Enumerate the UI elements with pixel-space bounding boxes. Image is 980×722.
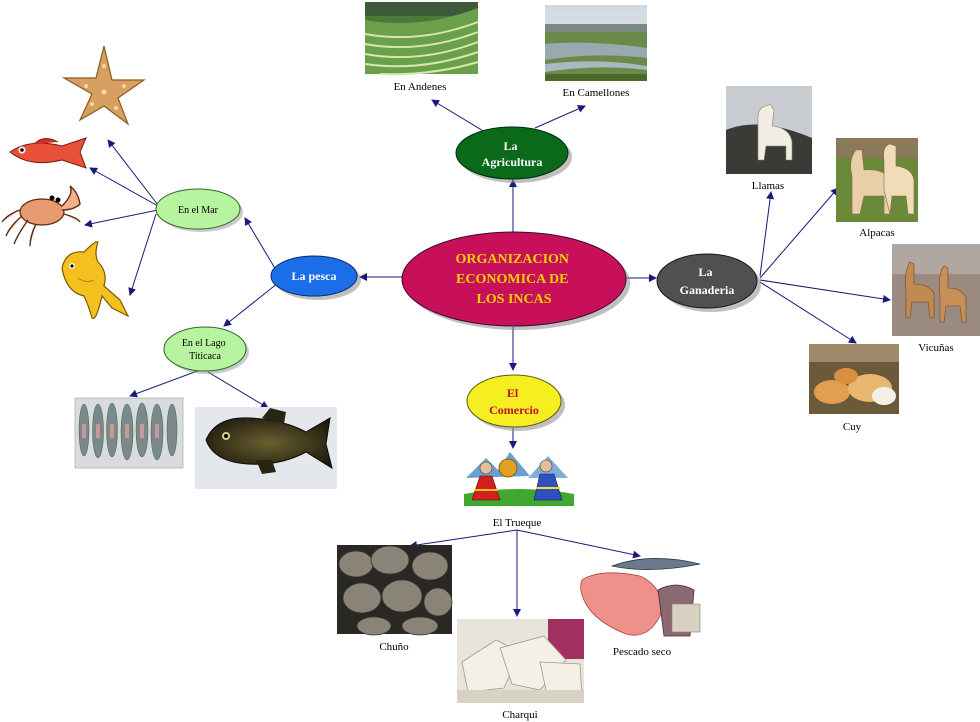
central-line-3: LOS INCAS: [476, 292, 551, 307]
pesca-label: La pesca: [292, 269, 337, 283]
caption-vicunas: Vicuñas: [918, 342, 953, 354]
andenes-photo: [364, 2, 479, 76]
en-el-lago-node[interactable]: En el Lago Titicaca: [163, 326, 249, 374]
connector-pesca-lago: [223, 282, 279, 327]
llamas-photo: [726, 86, 812, 174]
connector-agricultura-camellones: [534, 105, 586, 129]
starfish-icon: [61, 45, 146, 126]
comercio-node[interactable]: El Comercio: [466, 374, 565, 431]
ganaderia-line-2: Ganaderia: [680, 283, 735, 297]
connector-mar-crab: [84, 209, 159, 228]
vicunas-photo: [892, 244, 980, 336]
en-el-lago-line-1: En el Lago: [182, 338, 226, 349]
connector-lago-trout: [129, 369, 201, 398]
connector-agricultura-andenes: [431, 99, 486, 133]
svg-text:En el Lago Titicaca: En el Lago Titicaca: [182, 338, 228, 362]
cuy-photo: [809, 344, 899, 414]
caption-andenes: En Andenes: [394, 81, 447, 93]
ganaderia-node[interactable]: La Ganaderia: [656, 253, 761, 312]
caption-chuno: Chuño: [379, 641, 409, 653]
camellones-photo: [545, 5, 647, 81]
svg-text:El Comercio: El Comercio: [489, 386, 539, 417]
caption-alpacas: Alpacas: [859, 227, 894, 239]
connector-mar-redfish: [89, 167, 159, 207]
agricultura-line-1: La: [503, 139, 517, 153]
connector-ganaderia-llamas: [759, 191, 775, 277]
svg-text:La Agricultura: La Agricultura: [482, 139, 543, 169]
connector-mar-starfish: [107, 139, 159, 206]
ganaderia-line-1: La: [698, 265, 712, 279]
caption-camellones: En Camellones: [563, 87, 630, 99]
pesca-node[interactable]: La pesca: [270, 255, 361, 300]
connector-trueque-pescado: [516, 529, 641, 559]
connector-mar-goldfish: [128, 213, 157, 296]
goldfish-icon: [61, 241, 130, 320]
central-node[interactable]: ORGANIZACION ECONOMICA DE LOS INCAS: [401, 231, 630, 330]
comercio-line-2: Comercio: [489, 403, 539, 417]
connector-ganaderia-cuy: [759, 281, 857, 344]
connector-lago-catfish: [207, 371, 269, 409]
chuno-photo: [337, 545, 453, 636]
svg-text:ORGANIZACION ECONOMICA D: ORGANIZACION ECONOMICA DE LOS INCAS: [455, 252, 572, 307]
caption-trueque: El Trueque: [493, 517, 542, 529]
red-fish-icon: [9, 137, 87, 169]
connector-ganaderia-alpacas: [759, 187, 839, 279]
crab-icon: [1, 185, 81, 247]
comercio-line-1: El: [507, 386, 519, 400]
charqui-photo: [457, 619, 584, 703]
central-line-1: ORGANIZACION: [455, 252, 569, 267]
caption-llamas: Llamas: [752, 180, 784, 192]
agricultura-line-2: Agricultura: [482, 155, 543, 169]
caption-pescado-seco: Pescado seco: [613, 646, 672, 658]
svg-text:La Ganaderia: La Ganaderia: [680, 265, 735, 297]
central-line-2: ECONOMICA DE: [456, 272, 568, 287]
pescado-seco-photo: [580, 558, 701, 637]
en-el-mar-label: En el Mar: [178, 205, 219, 216]
caption-cuy: Cuy: [843, 421, 862, 433]
en-el-mar-node[interactable]: En el Mar: [155, 188, 243, 232]
trueque-illustration: [464, 452, 574, 506]
trout-photo: [74, 397, 184, 469]
agricultura-node[interactable]: La Agricultura: [455, 126, 572, 183]
caption-charqui: Charqui: [502, 709, 537, 721]
connector-pesca-mar: [244, 217, 277, 271]
connector-ganaderia-vicunas: [759, 279, 891, 303]
connectors: [84, 99, 891, 617]
connector-trueque-chuno: [409, 529, 518, 549]
en-el-lago-line-2: Titicaca: [189, 351, 221, 362]
alpacas-photo: [836, 138, 918, 222]
catfish-photo: [195, 407, 337, 489]
